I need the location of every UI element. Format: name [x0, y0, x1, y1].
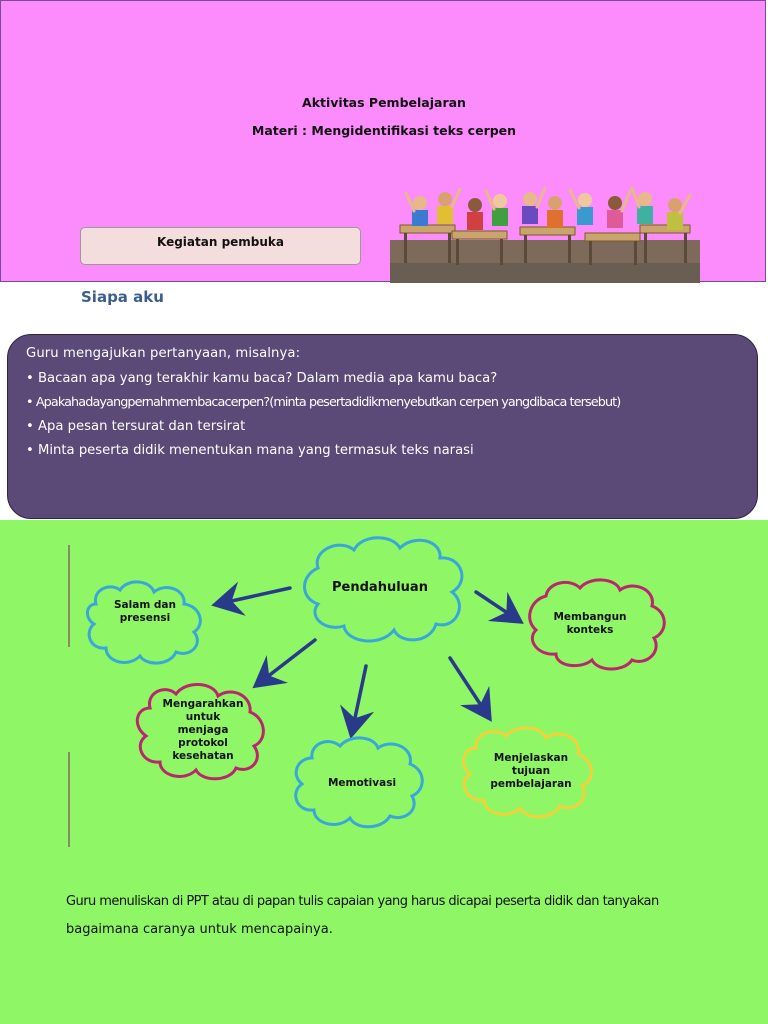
node-motivasi: Memotivasi	[310, 777, 414, 790]
activity-panel	[0, 520, 768, 1024]
node-protokol-line: Mengarahkan	[162, 698, 244, 710]
opening-activity-box: Kegiatan pembuka	[80, 227, 361, 265]
questions-lead: Guru mengajukan pertanyaan, misalnya:	[26, 346, 301, 361]
node-protokol-line: kesehatan	[172, 750, 234, 762]
page-title: Aktivitas Pembelajaran	[302, 95, 466, 110]
arrow-to-konteks	[474, 590, 524, 624]
cloud-tujuan	[461, 726, 593, 819]
question-item: • Bacaan apa yang terakhir kamu baca? Da…	[26, 371, 498, 386]
question-item: • Apa pesan tersurat dan tersirat	[26, 419, 246, 434]
closing-instruction: Guru menuliskan di PPT atau di papan tul…	[66, 888, 746, 944]
node-tujuan-line: tujuan	[511, 765, 551, 777]
arrow-to-tujuan	[448, 656, 492, 722]
node-konteks-line: Membangun	[553, 611, 627, 623]
node-protokol: Mengarahkan untuk menjaga protokol keseh…	[150, 698, 256, 763]
arrow-to-motivasi	[339, 664, 375, 739]
node-protokol-line: menjaga	[177, 724, 229, 736]
node-salam-line: presensi	[119, 612, 171, 624]
page-subtitle: Materi : Mengidentifikasi teks cerpen	[251, 123, 517, 138]
divider-line	[68, 752, 70, 847]
cloud-protokol	[135, 683, 265, 781]
node-tujuan-line: Menjelaskan	[493, 752, 569, 764]
node-tujuan-line: pembelajaran	[490, 778, 572, 790]
arrow-to-protokol	[252, 638, 317, 689]
node-tujuan: Menjelaskan tujuan pembelajaran	[476, 752, 586, 791]
center-node-label: Pendahuluan	[332, 580, 428, 595]
node-salam-line: Salam dan	[113, 599, 176, 611]
question-item: • Minta peserta didik menentukan mana ya…	[26, 443, 474, 458]
arrow-to-salam	[211, 581, 292, 616]
classroom-illustration	[390, 185, 700, 283]
cloud-center	[303, 536, 464, 643]
node-salam: Salam dan presensi	[100, 599, 190, 625]
divider-line	[68, 545, 70, 647]
node-protokol-line: untuk	[185, 711, 221, 723]
node-konteks-line: konteks	[566, 624, 614, 636]
cloud-salam	[86, 580, 202, 665]
closing-instruction-line: Guru menuliskan di PPT atau di papan tul…	[66, 894, 659, 909]
diagram-arrows	[211, 581, 524, 739]
section-heading: Siapa aku	[81, 288, 164, 306]
question-item: • Apakahadayangpernahmembacacerpen?(mint…	[26, 395, 621, 410]
closing-instruction-line: bagaimana caranya untuk mencapainya.	[66, 922, 333, 937]
node-konteks: Membangun konteks	[540, 611, 640, 637]
node-motivasi-line: Memotivasi	[327, 777, 397, 789]
cloud-konteks	[528, 578, 666, 671]
node-protokol-line: protokol	[178, 737, 228, 749]
cloud-motivasi	[294, 736, 424, 829]
concept-diagram	[86, 536, 666, 829]
questions-box: Guru mengajukan pertanyaan, misalnya: • …	[7, 334, 758, 519]
